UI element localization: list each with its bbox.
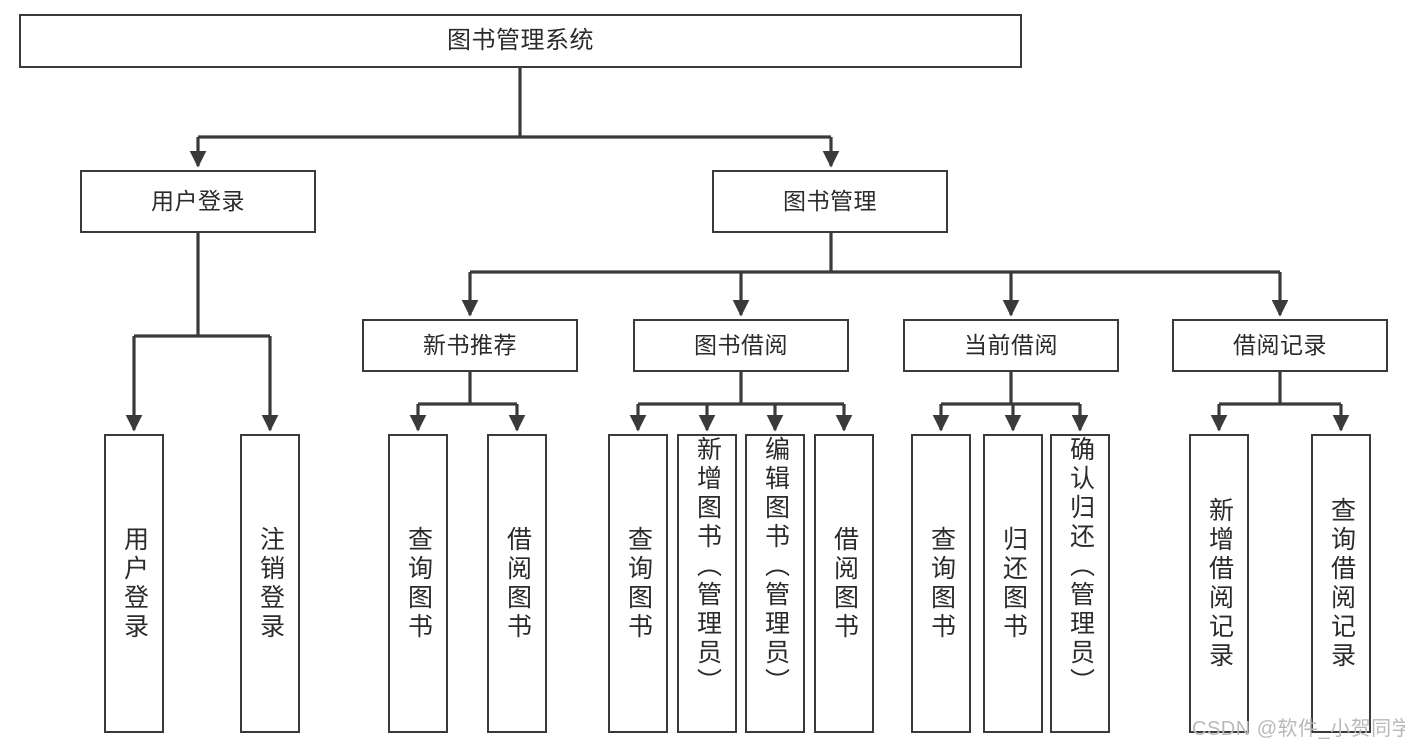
node-leaf-query-book-1-label: 查询图书 [404, 525, 433, 642]
node-leaf-query-record[interactable]: 查询借阅记录 [1311, 434, 1371, 733]
node-leaf-query-book-3[interactable]: 查询图书 [911, 434, 971, 733]
node-leaf-add-record[interactable]: 新增借阅记录 [1189, 434, 1249, 733]
node-leaf-return-book-label: 归还图书 [999, 525, 1028, 642]
node-leaf-query-book-2[interactable]: 查询图书 [608, 434, 668, 733]
node-leaf-user-login-label: 用户登录 [120, 525, 149, 642]
node-leaf-logout[interactable]: 注销登录 [240, 434, 300, 733]
node-current-borrow[interactable]: 当前借阅 [903, 319, 1119, 372]
node-leaf-edit-book[interactable]: 编辑图书（管理员） [745, 434, 805, 733]
node-leaf-query-book-2-label: 查询图书 [624, 525, 653, 642]
node-book-borrow[interactable]: 图书借阅 [633, 319, 849, 372]
node-user-login-label: 用户登录 [151, 187, 245, 214]
node-leaf-query-record-label: 查询借阅记录 [1327, 496, 1356, 671]
node-new-book-recommend-label: 新书推荐 [423, 331, 517, 358]
node-borrow-record-label: 借阅记录 [1233, 331, 1327, 358]
node-leaf-return-book[interactable]: 归还图书 [983, 434, 1043, 733]
node-new-book-recommend[interactable]: 新书推荐 [362, 319, 578, 372]
node-book-manage-label: 图书管理 [783, 187, 877, 214]
node-leaf-borrow-book-2[interactable]: 借阅图书 [814, 434, 874, 733]
node-leaf-user-login[interactable]: 用户登录 [104, 434, 164, 733]
node-leaf-add-record-label: 新增借阅记录 [1205, 496, 1234, 671]
node-user-login[interactable]: 用户登录 [80, 170, 316, 233]
node-leaf-borrow-book-2-label: 借阅图书 [830, 525, 859, 642]
node-leaf-edit-book-label: 编辑图书（管理员） [761, 436, 790, 697]
node-leaf-borrow-book-1[interactable]: 借阅图书 [487, 434, 547, 733]
node-leaf-add-book-label: 新增图书（管理员） [693, 436, 722, 697]
node-leaf-add-book[interactable]: 新增图书（管理员） [677, 434, 737, 733]
node-leaf-query-book-3-label: 查询图书 [927, 525, 956, 642]
node-book-manage[interactable]: 图书管理 [712, 170, 948, 233]
node-leaf-confirm-return-label: 确认归还（管理员） [1066, 436, 1095, 697]
node-current-borrow-label: 当前借阅 [964, 331, 1058, 358]
node-leaf-logout-label: 注销登录 [256, 525, 285, 642]
node-book-borrow-label: 图书借阅 [694, 331, 788, 358]
node-root-label: 图书管理系统 [447, 26, 594, 54]
node-borrow-record[interactable]: 借阅记录 [1172, 319, 1388, 372]
node-root[interactable]: 图书管理系统 [19, 14, 1022, 68]
csdn-watermark: CSDN @软件_小贺同学 [1192, 718, 1405, 740]
node-leaf-confirm-return[interactable]: 确认归还（管理员） [1050, 434, 1110, 733]
node-leaf-query-book-1[interactable]: 查询图书 [388, 434, 448, 733]
node-leaf-borrow-book-1-label: 借阅图书 [503, 525, 532, 642]
